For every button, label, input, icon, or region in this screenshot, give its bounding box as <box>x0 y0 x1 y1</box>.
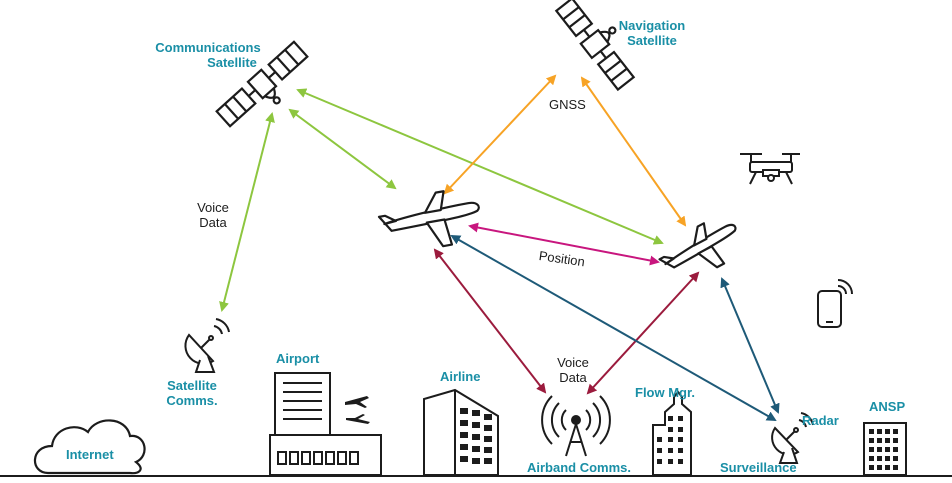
voice-data-left-line2: Data <box>199 215 227 230</box>
satellite-comms-label: Satellite Comms. <box>160 378 224 408</box>
voice-data-left-label: Voice Data <box>188 200 238 230</box>
ansp-building-icon <box>863 422 907 476</box>
navigation-satellite-label-line1: Navigation <box>618 18 686 33</box>
airband-radio-tower-icon <box>541 395 611 457</box>
arrows <box>219 74 780 421</box>
airport-label: Airport <box>276 351 320 366</box>
satellite-comms-line2: Comms. <box>166 393 218 408</box>
gnss-label: GNSS <box>549 97 586 112</box>
airport-tower-icon <box>269 372 382 476</box>
arrow-plane2-to-airband <box>586 271 700 395</box>
internet-label: Internet <box>66 447 114 462</box>
drone-icon <box>740 153 800 185</box>
arrow-navsat-to-plane2 <box>580 76 687 227</box>
voice-data-left-line1: Voice <box>197 200 229 215</box>
smartphone-icon <box>817 279 853 328</box>
communications-satellite-label-line2: Satellite <box>207 55 257 70</box>
communications-satellite-label: Communications Satellite <box>148 40 268 70</box>
airplane-2-icon <box>658 222 737 269</box>
airband-comms-label: Airband Comms. <box>527 460 632 475</box>
surveillance-label: Surveillance <box>720 460 797 475</box>
ansp-label: ANSP <box>869 399 906 414</box>
airline-building-icon <box>423 388 499 476</box>
radar-label: Radar <box>802 413 839 428</box>
voice-data-center-label: Voice Data <box>548 355 598 385</box>
internet-cloud-icon <box>33 419 146 475</box>
flow-manager-building-icon <box>652 390 692 476</box>
navigation-satellite-icon <box>554 0 636 92</box>
arrow-plane2-to-radar <box>720 277 780 414</box>
navigation-satellite-label: Navigation Satellite <box>612 18 692 48</box>
radar-dish-icon <box>771 412 814 464</box>
voice-data-center-line2: Data <box>559 370 587 385</box>
navigation-satellite-label-line2: Satellite <box>627 33 677 48</box>
satellite-comms-dish-icon <box>184 318 230 373</box>
arrow-commsat-to-satcomms <box>219 112 275 312</box>
airline-label: Airline <box>440 369 481 384</box>
flow-manager-label: Flow Mgr. <box>635 385 695 400</box>
communications-satellite-label-line1: Communications <box>155 40 261 55</box>
satellite-comms-line1: Satellite <box>167 378 217 393</box>
airplane-1-icon <box>377 190 480 248</box>
flight-plane-icons <box>345 396 370 424</box>
arrow-plane1-to-radar <box>450 235 777 421</box>
communications-satellite-icon <box>215 40 309 128</box>
arrow-navsat-to-plane1 <box>443 74 557 195</box>
voice-data-center-line1: Voice <box>557 355 589 370</box>
arrow-commsat-to-plane1 <box>288 108 397 190</box>
